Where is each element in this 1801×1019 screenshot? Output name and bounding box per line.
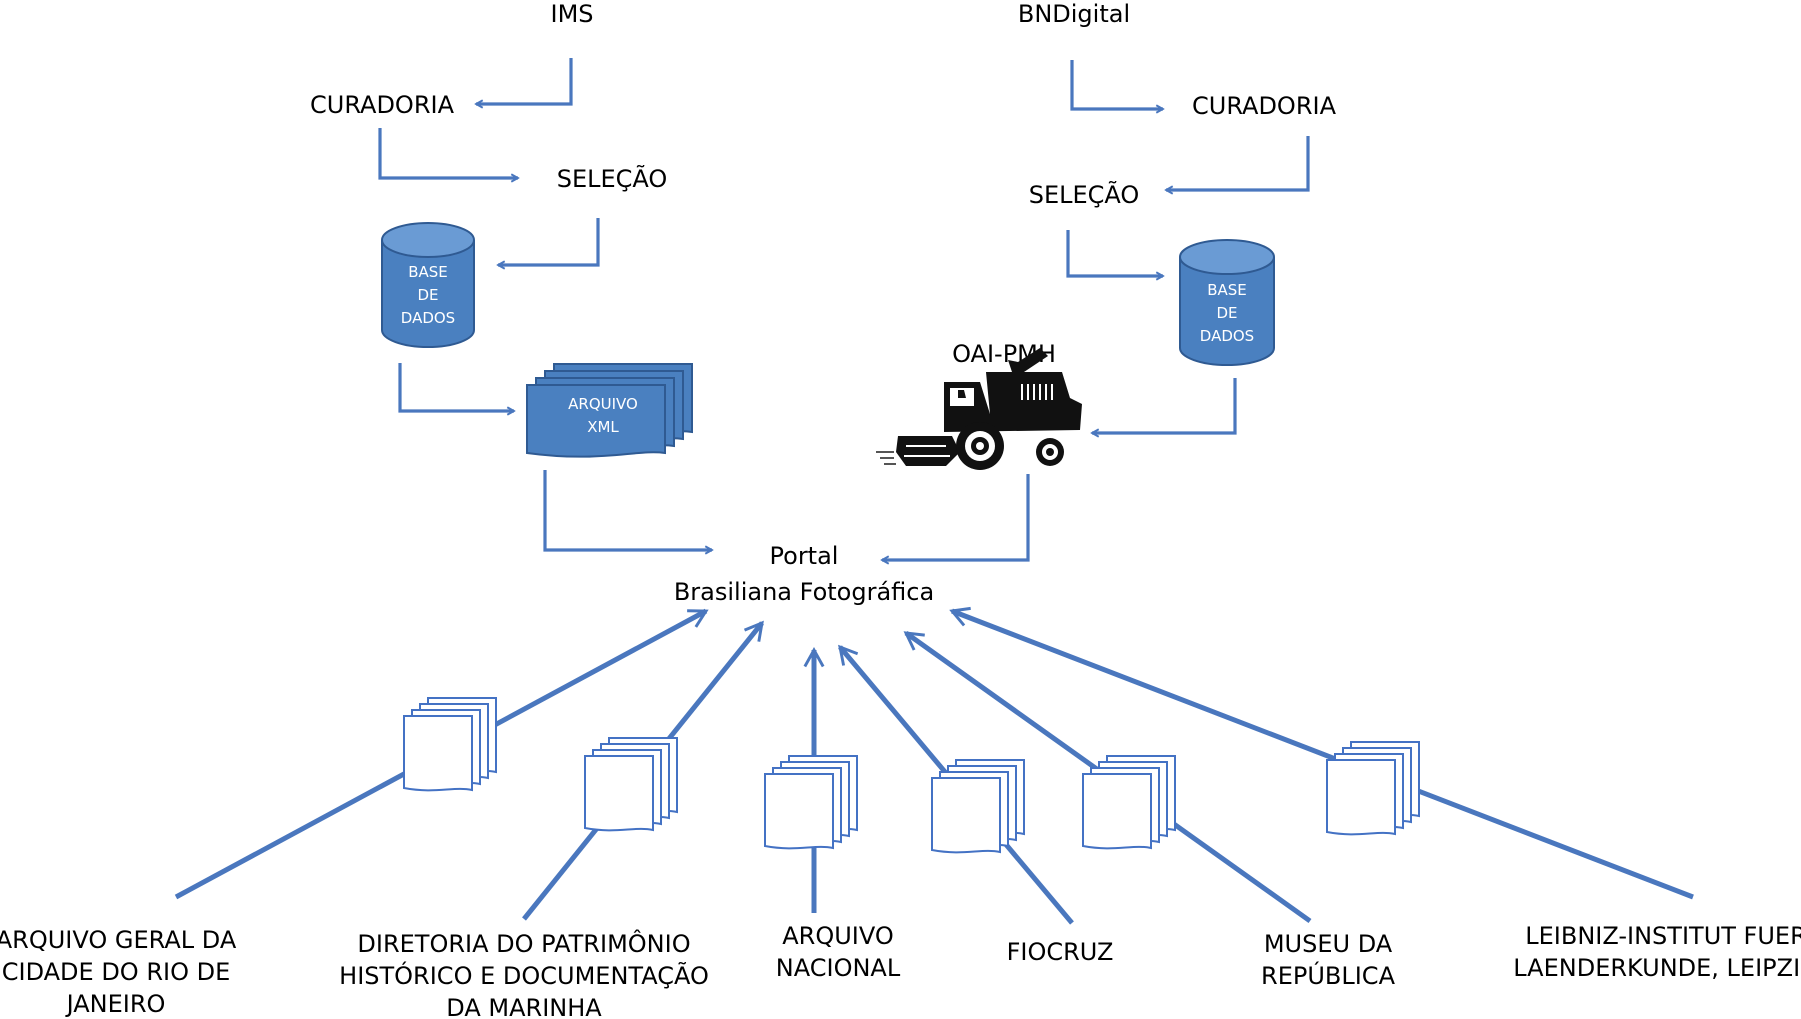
portal-subtitle: Brasiliana Fotográfica (674, 578, 934, 606)
arrow-curadoria-selecao-right (1166, 136, 1310, 190)
document-stack-icon (764, 755, 858, 850)
document-stack-icon (931, 759, 1025, 854)
arrow-xml-portal (543, 470, 712, 550)
institution-leibniz-line1: LEIBNIZ-INSTITUT FUER (1525, 922, 1801, 950)
xml-line2: XML (587, 418, 619, 436)
institution-labels: ARQUIVO GERAL DA CIDADE DO RIO DE JANEIR… (0, 922, 1801, 1019)
portal-title: Portal (770, 542, 839, 570)
document-stack-icon (403, 697, 497, 792)
selecao-right-label: SELEÇÃO (1029, 179, 1140, 209)
document-stack-icon (1326, 741, 1420, 836)
arrow-base-xml (398, 363, 514, 411)
selecao-left-label: SELEÇÃO (557, 163, 668, 193)
base-right-line1: BASE (1207, 281, 1247, 299)
base-left-line1: BASE (408, 263, 448, 281)
institution-agcrj-line1: ARQUIVO GERAL DA (0, 926, 237, 954)
connector-line (949, 606, 1694, 900)
base-left-line3: DADOS (401, 309, 455, 327)
institution-museu-line2: REPÚBLICA (1261, 960, 1396, 990)
curadoria-right-label: CURADORIA (1192, 92, 1337, 120)
institution-an-line1: ARQUIVO (782, 922, 894, 950)
institution-agcrj-line3: JANEIRO (65, 990, 166, 1018)
arrow-bndigital-curadoria (1070, 60, 1163, 109)
xml-line1: ARQUIVO (568, 395, 638, 413)
document-stack-icon (1082, 755, 1176, 850)
institution-leibniz-line2: LAENDERKUNDE, LEIPZIG (1513, 954, 1801, 982)
base-left-line2: DE (417, 286, 438, 304)
institution-dphdm-line3: DA MARINHA (446, 994, 602, 1019)
curadoria-left-label: CURADORIA (310, 91, 455, 119)
institution-dphdm-line2: HISTÓRICO E DOCUMENTAÇÃO (339, 960, 709, 990)
institution-fiocruz: FIOCRUZ (1007, 938, 1114, 966)
arrow-selecao-base-right (1066, 230, 1163, 276)
institution-dphdm-line1: DIRETORIA DO PATRIMÔNIO (357, 928, 690, 958)
arrow-ims-curadoria (476, 58, 573, 104)
institution-museu-line1: MUSEU DA (1264, 930, 1393, 958)
bndigital-label: BNDigital (1018, 0, 1130, 28)
arrow-curadoria-selecao-left (378, 128, 518, 178)
combine-harvester-icon (876, 348, 1082, 470)
ims-label: IMS (550, 0, 593, 28)
xml-file-stack-icon (526, 363, 693, 458)
institution-an-line2: NACIONAL (776, 954, 901, 982)
database-right-icon (1179, 239, 1275, 366)
base-right-line3: DADOS (1200, 327, 1254, 345)
database-left-icon (381, 222, 475, 348)
document-stack-icon (584, 737, 678, 832)
arrow-selecao-base-left (498, 218, 600, 265)
arrow-base-harvester (1092, 378, 1237, 433)
institution-agcrj-line2: CIDADE DO RIO DE (2, 958, 231, 986)
arrow-harvester-portal (882, 474, 1030, 560)
base-right-line2: DE (1216, 304, 1237, 322)
